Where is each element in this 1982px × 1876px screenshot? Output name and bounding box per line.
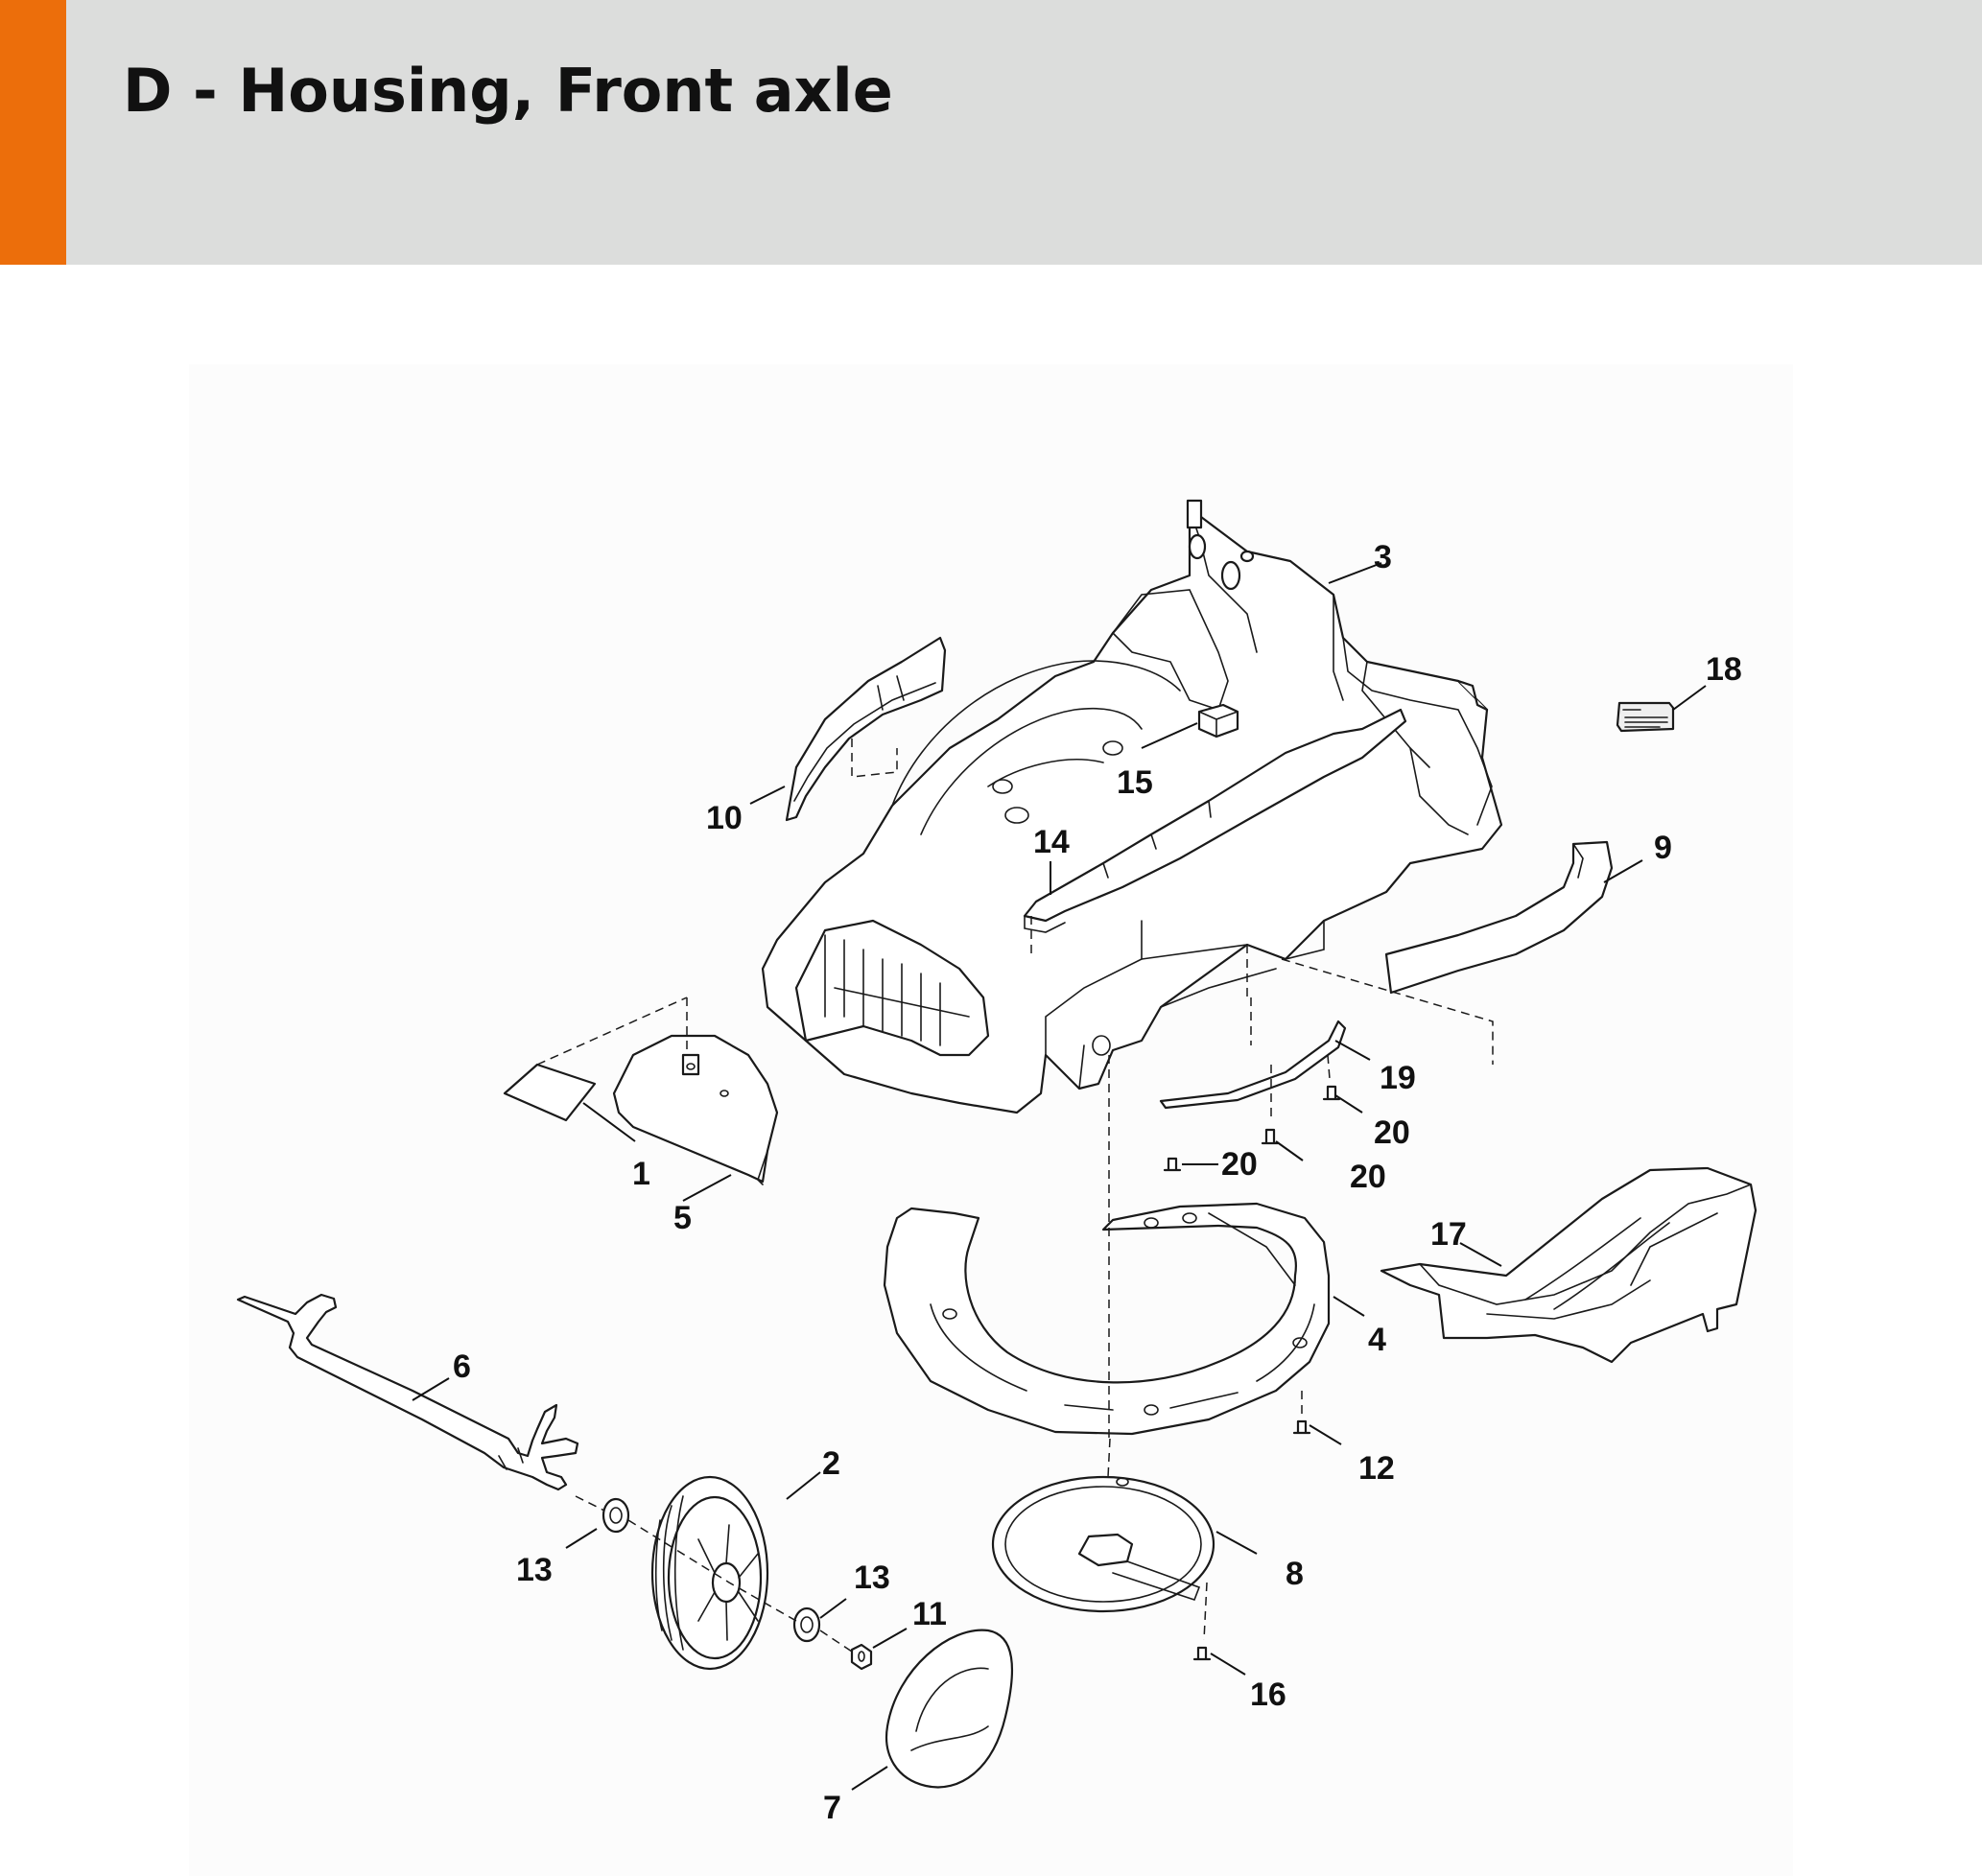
callout-6: 6 xyxy=(453,1348,471,1385)
part-16-screw xyxy=(1192,1646,1212,1661)
part-10-left-skirt xyxy=(785,636,947,822)
part-12-screw xyxy=(1292,1419,1311,1435)
part-6-front-axle xyxy=(236,1293,579,1491)
part-7-hubcap xyxy=(885,1629,1014,1789)
callout-1: 1 xyxy=(632,1156,650,1192)
part-9-right-skirt xyxy=(1384,840,1614,995)
diagram-panel xyxy=(189,364,1793,1876)
part-18-label xyxy=(1616,701,1675,733)
part-20-screws xyxy=(1163,1085,1341,1172)
header-band: D - Housing, Front axle xyxy=(0,0,1982,265)
callout-13-right: 13 xyxy=(854,1559,890,1596)
part-17-deflector xyxy=(1380,1166,1758,1364)
page-title: D - Housing, Front axle xyxy=(123,56,893,126)
assembly-lines xyxy=(536,739,1494,1653)
callout-9: 9 xyxy=(1654,830,1672,866)
callout-10: 10 xyxy=(706,800,743,836)
callout-18: 18 xyxy=(1706,651,1742,688)
callout-16: 16 xyxy=(1250,1677,1286,1713)
part-19-strip xyxy=(1159,1020,1347,1110)
callout-labels: 3 18 10 15 14 9 19 20 20 20 1 5 17 6 4 2… xyxy=(453,539,1742,1826)
part-13-bearing-left xyxy=(602,1497,630,1534)
callout-5: 5 xyxy=(673,1200,692,1236)
callout-11: 11 xyxy=(912,1596,947,1632)
callout-12: 12 xyxy=(1358,1450,1395,1487)
callout-17: 17 xyxy=(1430,1216,1467,1253)
part-4-deck-ring xyxy=(883,1202,1331,1436)
part-2-wheel xyxy=(650,1475,769,1671)
part-14-baffle xyxy=(1023,708,1407,933)
part-8-guard-plate xyxy=(991,1475,1215,1613)
callout-3: 3 xyxy=(1374,539,1392,575)
callout-20-right: 20 xyxy=(1350,1159,1386,1195)
callout-15: 15 xyxy=(1117,764,1153,801)
leader-lines xyxy=(412,562,1707,1791)
callout-7: 7 xyxy=(823,1790,841,1826)
callout-19: 19 xyxy=(1380,1060,1416,1096)
part-3-housing xyxy=(761,499,1503,1114)
part-11-nut xyxy=(850,1643,873,1671)
accent-bar xyxy=(0,0,66,265)
callout-20-upper: 20 xyxy=(1374,1114,1410,1151)
part-5-front-cover xyxy=(612,1034,779,1185)
callout-8: 8 xyxy=(1286,1556,1304,1592)
callout-2: 2 xyxy=(822,1445,840,1482)
part-15-clip xyxy=(1197,703,1239,739)
callout-20-left: 20 xyxy=(1221,1146,1258,1183)
part-13-bearing-right xyxy=(792,1606,821,1643)
part-1-plate xyxy=(503,1063,597,1122)
callout-13-left: 13 xyxy=(516,1552,553,1588)
callout-4: 4 xyxy=(1368,1322,1386,1358)
callout-14: 14 xyxy=(1033,824,1070,860)
